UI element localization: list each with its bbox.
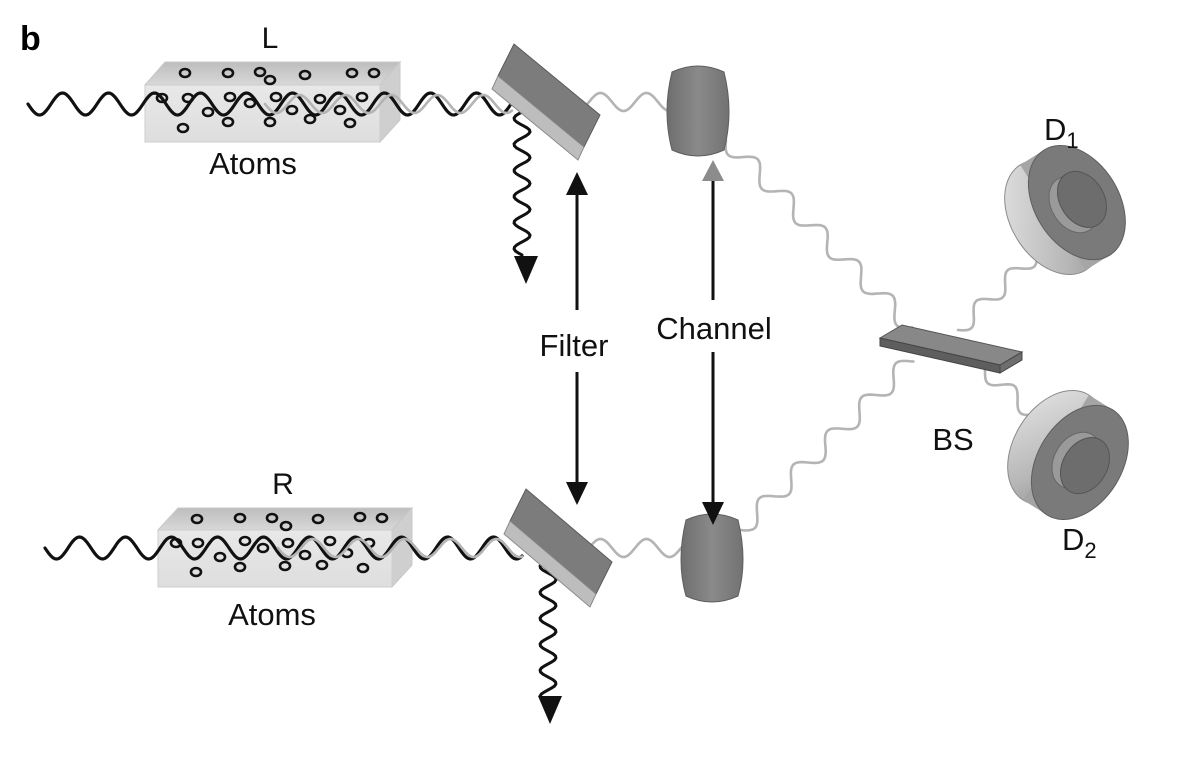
filter-plate-top: [491, 43, 601, 161]
wave-top-to-bs: [724, 138, 914, 330]
panel-label: b: [20, 20, 41, 58]
wave-bottom-to-bs: [738, 359, 915, 532]
label-d2-main: D: [1062, 522, 1084, 557]
label-d2: D2: [1062, 522, 1097, 563]
label-d1-sub: 1: [1066, 128, 1078, 153]
label-atoms-top: Atoms: [209, 146, 297, 181]
coupler-top: [666, 65, 730, 157]
wave-bottom-signal-a: [276, 537, 524, 559]
label-L: L: [262, 22, 279, 55]
label-d1-main: D: [1044, 112, 1066, 147]
wave-top-input: [26, 91, 514, 117]
photon-waves: [26, 91, 1053, 724]
atom-ensemble-bottom: [156, 506, 414, 589]
wave-bottom-dump: [538, 558, 558, 700]
beam-splitter: [878, 324, 1024, 374]
atoms-bottom: [169, 511, 389, 578]
label-atoms-bottom: Atoms: [228, 597, 316, 632]
coupler-bottom: [680, 513, 744, 603]
label-d1: D1: [1044, 112, 1079, 153]
dump-arrowhead-bottom: [538, 696, 562, 724]
filter-arrow: [566, 172, 588, 505]
channel-arrow: [702, 160, 724, 525]
label-R: R: [272, 468, 294, 501]
wave-top-signal-a: [263, 93, 514, 115]
dump-arrowhead-top: [514, 256, 538, 284]
detector-1: [1004, 144, 1126, 276]
label-filter: Filter: [540, 328, 609, 363]
label-channel: Channel: [656, 311, 771, 346]
label-bs: BS: [932, 422, 973, 457]
atoms-top: [155, 66, 381, 134]
atom-ensemble-top: [143, 60, 402, 144]
detector-2: [1007, 389, 1129, 521]
label-d2-sub: 2: [1084, 538, 1096, 563]
wave-bottom-input: [43, 535, 524, 561]
wave-top-dump: [512, 110, 532, 257]
filter-plate-bottom: [503, 488, 613, 608]
